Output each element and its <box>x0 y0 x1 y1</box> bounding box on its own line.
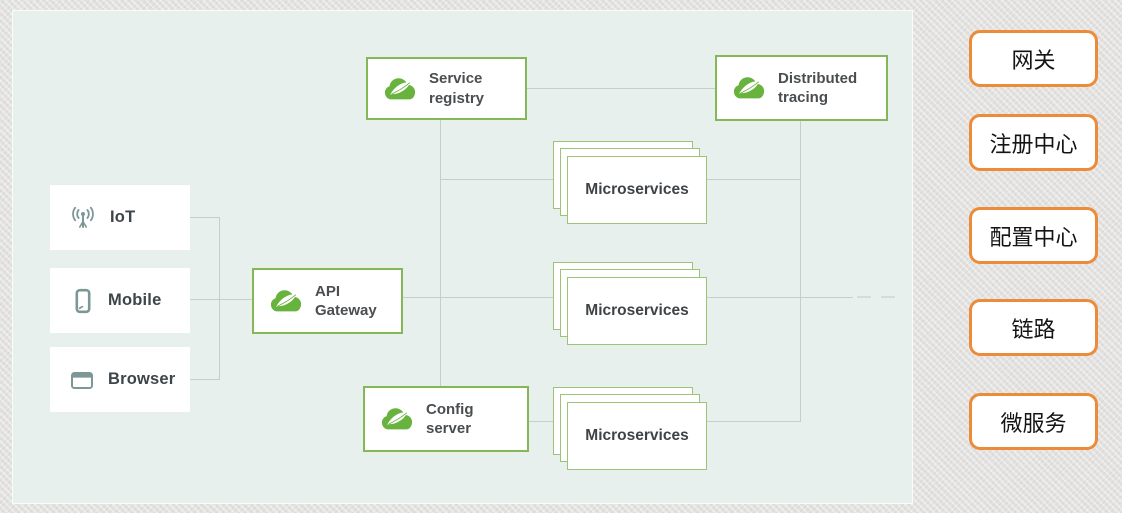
node-label: Config server <box>426 400 474 437</box>
client-box-browser: Browser <box>50 347 190 412</box>
spring-cloud-icon <box>380 406 414 432</box>
annotation-text: 链路 <box>1011 316 1056 342</box>
connector-registry-to-config-vertical <box>440 120 441 386</box>
node-label: Service registry <box>429 70 485 107</box>
client-label: Mobile <box>108 291 162 309</box>
browser-window-icon <box>69 369 95 391</box>
iot-antenna-icon <box>69 206 97 229</box>
node-label: Distributed tracing <box>778 69 858 106</box>
stack-card-front: Microservices <box>567 402 707 470</box>
annotation-registry-center: 注册中心 <box>969 114 1098 171</box>
connector-registry-to-tracing <box>527 88 715 89</box>
node-config-server: Config server <box>363 386 529 452</box>
connector-iot <box>190 217 220 218</box>
node-distributed-tracing: Distributed tracing <box>715 55 888 121</box>
microservices-label: Microservices <box>585 181 689 198</box>
node-api-gateway: API Gateway <box>252 268 403 334</box>
connector-mobile-to-gateway <box>190 299 252 300</box>
stack-card-front: Microservices <box>567 277 707 345</box>
annotation-text: 微服务 <box>1000 410 1067 436</box>
microservices-stack-2: Microservices <box>553 262 707 345</box>
connector-clients-vertical <box>219 217 220 380</box>
connector-dashed-continuation <box>857 296 900 298</box>
client-label: IoT <box>110 208 136 226</box>
annotation-trace-link: 链路 <box>969 299 1098 356</box>
annotation-text: 网关 <box>1011 47 1056 73</box>
spring-cloud-icon <box>383 76 417 102</box>
annotation-config-center: 配置中心 <box>969 207 1098 264</box>
mobile-phone-icon <box>69 288 95 314</box>
stack-card-front: Microservices <box>567 156 707 224</box>
annotation-microservices: 微服务 <box>969 393 1098 450</box>
connector-browser <box>190 379 220 380</box>
spring-cloud-icon <box>732 75 766 101</box>
microservices-stack-3: Microservices <box>553 387 707 470</box>
client-box-iot: IoT <box>50 185 190 250</box>
microservices-label: Microservices <box>585 302 689 319</box>
connector-tracing-vertical <box>800 120 801 422</box>
client-box-mobile: Mobile <box>50 268 190 333</box>
spring-cloud-icon <box>269 288 303 314</box>
annotation-text: 配置中心 <box>989 224 1078 250</box>
client-label: Browser <box>108 370 176 388</box>
node-service-registry: Service registry <box>366 57 527 120</box>
annotation-text: 注册中心 <box>989 131 1078 157</box>
node-label: API Gateway <box>315 282 377 319</box>
microservices-label: Microservices <box>585 427 689 444</box>
annotation-gateway: 网关 <box>969 30 1098 87</box>
microservices-stack-1: Microservices <box>553 141 707 224</box>
